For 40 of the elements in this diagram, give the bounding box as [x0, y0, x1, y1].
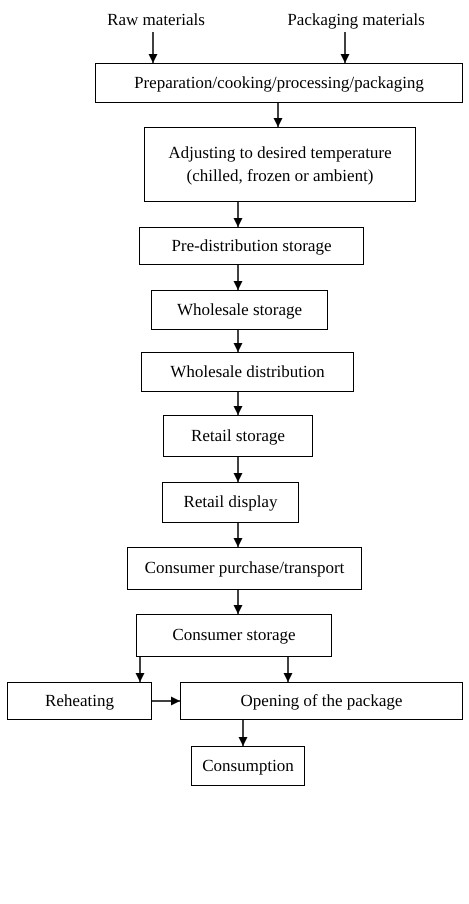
arrow: [234, 330, 242, 352]
step-label: Wholesale storage: [176, 298, 302, 321]
step-label: Retail storage: [191, 424, 285, 447]
step-label: Preparation/cooking/processing/packaging: [134, 72, 424, 94]
process-box: [136, 614, 332, 657]
arrow: [136, 657, 144, 682]
process-box: [95, 63, 463, 103]
arrow: [148, 32, 158, 63]
arrow: [234, 392, 242, 415]
step-label: Consumption: [202, 754, 294, 777]
input-label: Packaging materials: [247, 8, 465, 32]
step-label: Wholesale distribution: [170, 360, 325, 383]
step-label: Pre-distribution storage: [171, 234, 332, 257]
arrow: [234, 265, 242, 290]
step-label: Opening of the package: [240, 690, 402, 712]
arrow: [234, 202, 242, 227]
process-box: [139, 227, 364, 265]
arrow: [234, 523, 242, 547]
process-box: [180, 682, 463, 720]
process-box: [127, 547, 362, 590]
step-label: Reheating: [45, 690, 114, 712]
arrow: [234, 590, 242, 614]
step-label: Adjusting to desired temperature (chilled, frozen or ambient): [167, 142, 393, 186]
arrow: [238, 720, 248, 746]
process-box: [144, 127, 416, 202]
step-label: Consumer storage: [172, 624, 296, 646]
arrow: [284, 657, 292, 682]
arrow: [152, 696, 180, 706]
arrow: [340, 32, 350, 63]
arrow: [274, 103, 282, 127]
process-box: [141, 352, 354, 392]
process-box: [162, 482, 299, 523]
process-box: [7, 682, 152, 720]
process-box: [163, 415, 313, 457]
step-label: Consumer purchase/transport: [144, 557, 344, 580]
step-label: Retail display: [184, 491, 278, 514]
input-label: Raw materials: [95, 8, 217, 32]
arrow: [234, 457, 242, 482]
process-box: [191, 746, 305, 786]
process-box: [151, 290, 328, 330]
